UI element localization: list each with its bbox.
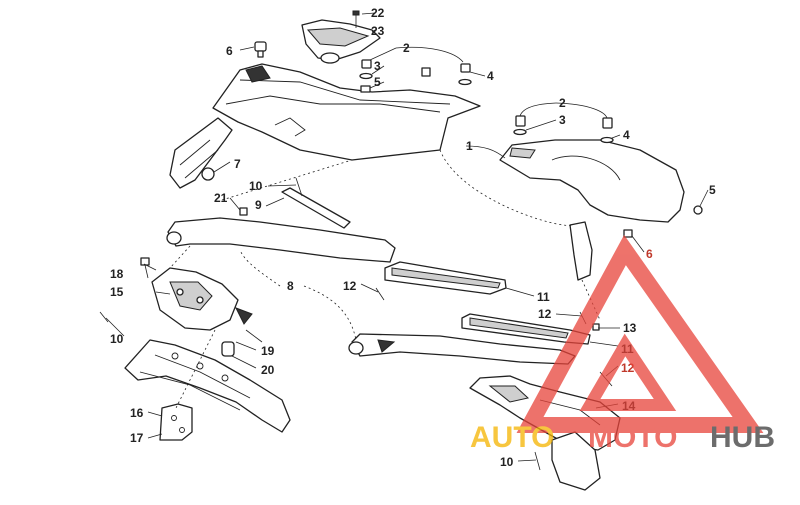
callout-5b: 5 xyxy=(709,183,716,197)
runner-upper xyxy=(384,261,507,295)
watermark-brand-auto: AUTO xyxy=(470,421,554,454)
watermark: AUTO MOTO HUB xyxy=(470,234,775,454)
callout-4b: 4 xyxy=(623,128,630,142)
callout-12b: 12 xyxy=(538,307,552,321)
dash-cover xyxy=(301,19,381,64)
callout-10b: 10 xyxy=(110,332,124,346)
watermark-brand-moto: MOTO xyxy=(588,421,677,454)
callout-15: 15 xyxy=(110,285,124,299)
right-cover xyxy=(499,139,685,223)
callout-9: 9 xyxy=(255,198,262,212)
callout-20: 20 xyxy=(261,363,275,377)
side-bracket-left xyxy=(169,117,233,189)
callout-17: 17 xyxy=(130,431,144,445)
callout-22: 22 xyxy=(371,6,385,20)
callout-18: 18 xyxy=(110,267,124,281)
callout-2a: 2 xyxy=(403,41,410,55)
callout-4a: 4 xyxy=(487,69,494,83)
callout-labels: 22 23 6 2 3 5 4 7 10 21 9 1 2 3 4 5 6 8 … xyxy=(110,6,716,469)
callout-12a: 12 xyxy=(343,279,357,293)
callout-2b: 2 xyxy=(559,96,566,110)
callout-23: 23 xyxy=(371,24,385,38)
long-bar-lower xyxy=(348,333,576,365)
callout-16: 16 xyxy=(130,406,144,420)
callout-3a: 3 xyxy=(374,59,381,73)
callout-13: 13 xyxy=(623,321,637,335)
mount-bracket xyxy=(151,267,253,357)
callout-1: 1 xyxy=(466,139,473,153)
callout-5a: 5 xyxy=(374,75,381,89)
watermark-brand-hub: HUB xyxy=(710,421,775,454)
callout-10c: 10 xyxy=(500,455,514,469)
callout-7: 7 xyxy=(234,157,241,171)
runner-lower xyxy=(461,313,591,345)
long-bar-upper xyxy=(166,217,396,263)
callout-6a: 6 xyxy=(226,44,233,58)
upper-shroud xyxy=(212,63,481,161)
fasteners xyxy=(99,10,703,471)
watermark-inner-triangle-icon xyxy=(579,333,677,411)
callout-10a: 10 xyxy=(249,179,263,193)
callout-19: 19 xyxy=(261,344,275,358)
callout-6b: 6 xyxy=(646,247,653,261)
hinge-bracket xyxy=(159,403,193,441)
callout-3b: 3 xyxy=(559,113,566,127)
frame-tube-left xyxy=(124,339,291,433)
rod-upper xyxy=(281,187,351,229)
frame-tube-right xyxy=(551,431,601,491)
callout-11a: 11 xyxy=(537,290,550,304)
watermark-triangle-icon xyxy=(516,234,764,433)
callout-21: 21 xyxy=(214,191,228,205)
right-strut xyxy=(569,221,593,281)
callout-8: 8 xyxy=(287,279,294,293)
